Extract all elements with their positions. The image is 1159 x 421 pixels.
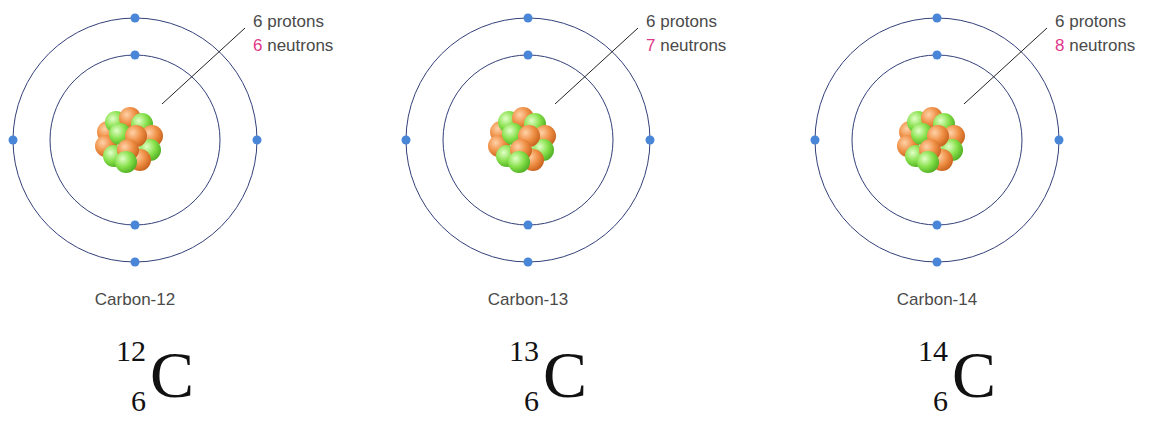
count-label: 6 protons <box>1055 12 1126 32</box>
atomic-number: 6 <box>933 386 948 416</box>
element-symbol: C <box>952 342 996 408</box>
count-label: 7 neutrons <box>646 36 726 56</box>
count-label: 6 protons <box>646 12 717 32</box>
count-label: 8 neutrons <box>1055 36 1135 56</box>
mass-number: 13 <box>509 336 539 366</box>
isotope-name: Carbon-12 <box>95 290 175 310</box>
mass-number: 14 <box>918 336 948 366</box>
mass-number: 12 <box>116 336 146 366</box>
isotope-name: Carbon-13 <box>488 290 568 310</box>
carbon-atom <box>811 14 1064 267</box>
carbon-atom <box>9 14 262 267</box>
count-label: 6 neutrons <box>253 36 333 56</box>
atomic-number: 6 <box>131 386 146 416</box>
isotope-name: Carbon-14 <box>897 290 977 310</box>
carbon-atom <box>402 14 655 267</box>
count-label: 6 protons <box>253 12 324 32</box>
element-symbol: C <box>150 342 194 408</box>
atomic-number: 6 <box>524 386 539 416</box>
element-symbol: C <box>543 342 587 408</box>
